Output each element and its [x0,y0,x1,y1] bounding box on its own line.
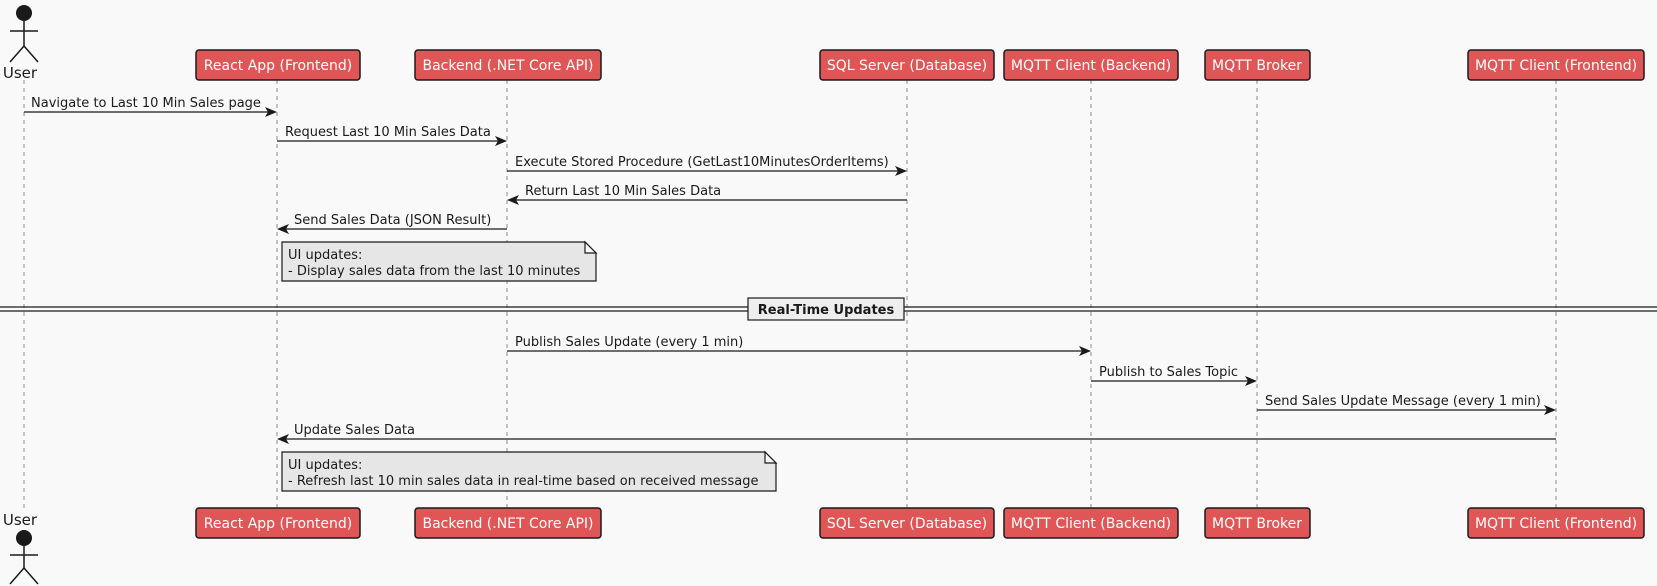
participant-label: Backend (.NET Core API) [422,516,593,532]
participant-box [1467,507,1645,539]
message-label: Return Last 10 Min Sales Data [525,184,721,199]
actor-leg-left [9,567,25,585]
note-line: - Display sales data from the last 10 mi… [288,264,580,279]
participant-mqtt-backend-bottom: MQTT Client (Backend) [1003,507,1179,539]
participant-mqtt-frontend-bottom: MQTT Client (Frontend) [1467,507,1645,539]
participant-box [1003,507,1179,539]
participant-box [1467,49,1645,81]
participant-box [1204,507,1311,539]
arrowhead-right-icon [1544,405,1556,415]
participant-label: React App (Frontend) [204,516,352,532]
note-fold [584,240,598,254]
participant-label: MQTT Client (Backend) [1011,516,1171,532]
participant-label: SQL Server (Database) [827,516,987,532]
participant-box [819,507,995,539]
participant-sql-top: SQL Server (Database) [819,49,995,81]
participant-user-bottom: User [3,511,39,585]
participant-box [414,49,602,81]
message-3: Execute Stored Procedure (GetLast10Minut… [507,155,907,176]
note-box [281,241,597,282]
message-label: Publish to Sales Topic [1099,365,1238,380]
participant-label: User [3,64,38,82]
actor-leg-right [23,45,39,63]
arrowhead-right-icon [265,107,277,117]
participant-label: MQTT Client (Frontend) [1475,516,1637,532]
message-label: Request Last 10 Min Sales Data [285,125,491,140]
participant-mqtt-broker-top: MQTT Broker [1204,49,1311,81]
message-label: Send Sales Update Message (every 1 min) [1265,394,1541,409]
participant-mqtt-broker-bottom: MQTT Broker [1204,507,1311,539]
message-1: Navigate to Last 10 Min Sales page [24,96,277,117]
note-box [281,451,777,492]
message-8: Send Sales Update Message (every 1 min) [1257,394,1556,415]
arrowhead-left-icon [277,434,289,444]
participant-backend-bottom: Backend (.NET Core API) [414,507,602,539]
divider-label: Real-Time Updates [758,303,895,318]
divider-real-time-updates: Real-Time Updates [0,297,1657,321]
arrowhead-right-icon [1079,346,1091,356]
participant-react-top: React App (Frontend) [195,49,361,81]
participant-mqtt-frontend-top: MQTT Client (Frontend) [1467,49,1645,81]
participant-box [1204,49,1311,81]
actor-leg-left [9,45,25,63]
note-ui-updates-1: UI updates: - Display sales data from th… [281,240,598,282]
participant-label: MQTT Client (Backend) [1011,58,1171,74]
participant-box [195,507,361,539]
participant-label: User [3,511,38,529]
arrowhead-right-icon [1245,376,1257,386]
note-line: UI updates: [288,248,362,263]
arrowhead-left-icon [277,224,289,234]
participant-sql-bottom: SQL Server (Database) [819,507,995,539]
participant-label: React App (Frontend) [204,58,352,74]
participant-backend-top: Backend (.NET Core API) [414,49,602,81]
message-4: Return Last 10 Min Sales Data [507,184,907,205]
message-label: Update Sales Data [294,423,415,438]
participant-mqtt-backend-top: MQTT Client (Backend) [1003,49,1179,81]
actor-head-icon [16,5,32,21]
arrowhead-right-icon [495,136,507,146]
participant-label: Backend (.NET Core API) [422,58,593,74]
participant-label: MQTT Client (Frontend) [1475,58,1637,74]
message-9: Update Sales Data [277,423,1556,444]
arrowhead-left-icon [507,195,519,205]
participant-user-top: User [3,5,39,82]
participant-box [195,49,361,81]
message-6: Publish Sales Update (every 1 min) [507,335,1091,356]
actor-leg-right [23,567,39,585]
participant-label: MQTT Broker [1212,58,1302,74]
actor-head-icon [16,530,32,546]
message-7: Publish to Sales Topic [1091,365,1257,386]
participant-react-bottom: React App (Frontend) [195,507,361,539]
note-line: UI updates: [288,458,362,473]
message-5: Send Sales Data (JSON Result) [277,213,507,234]
arrowhead-right-icon [895,166,907,176]
message-label: Execute Stored Procedure (GetLast10Minut… [515,155,889,170]
note-fold [764,450,778,464]
participant-box [819,49,995,81]
note-ui-updates-2: UI updates: - Refresh last 10 min sales … [281,450,778,492]
participant-label: SQL Server (Database) [827,58,987,74]
note-line: - Refresh last 10 min sales data in real… [288,474,758,489]
message-2: Request Last 10 Min Sales Data [277,125,507,146]
message-label: Navigate to Last 10 Min Sales page [31,96,261,111]
message-label: Publish Sales Update (every 1 min) [515,335,743,350]
participant-box [1003,49,1179,81]
message-label: Send Sales Data (JSON Result) [294,213,491,228]
participant-label: MQTT Broker [1212,516,1302,532]
divider-box [747,297,905,321]
participant-box [414,507,602,539]
